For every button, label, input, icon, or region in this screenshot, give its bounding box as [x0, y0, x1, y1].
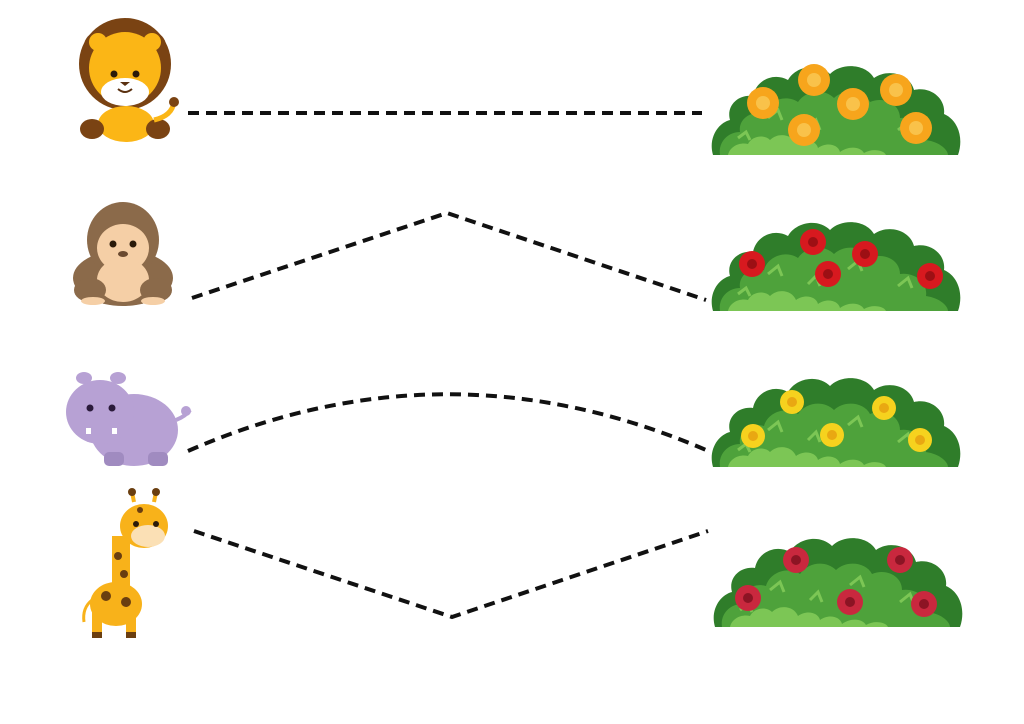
giraffe-icon[interactable] [82, 488, 168, 638]
bush-pink-hibiscus[interactable] [712, 536, 964, 629]
flower-icon [735, 547, 937, 617]
hippo-icon[interactable] [66, 372, 192, 466]
bush-yellow-blossom[interactable] [710, 376, 962, 469]
gorilla-icon[interactable] [73, 202, 173, 306]
bush-orange-daisy[interactable] [710, 64, 962, 157]
flower-icon [741, 390, 932, 452]
trace-line-giraffe[interactable] [193, 529, 709, 620]
trace-line-hippo[interactable] [187, 392, 707, 453]
bush-red-rose[interactable] [710, 220, 962, 313]
lion-icon[interactable] [79, 18, 179, 142]
trace-line-gorilla[interactable] [191, 210, 707, 302]
flower-icon [739, 229, 943, 289]
flower-icon [747, 64, 932, 146]
